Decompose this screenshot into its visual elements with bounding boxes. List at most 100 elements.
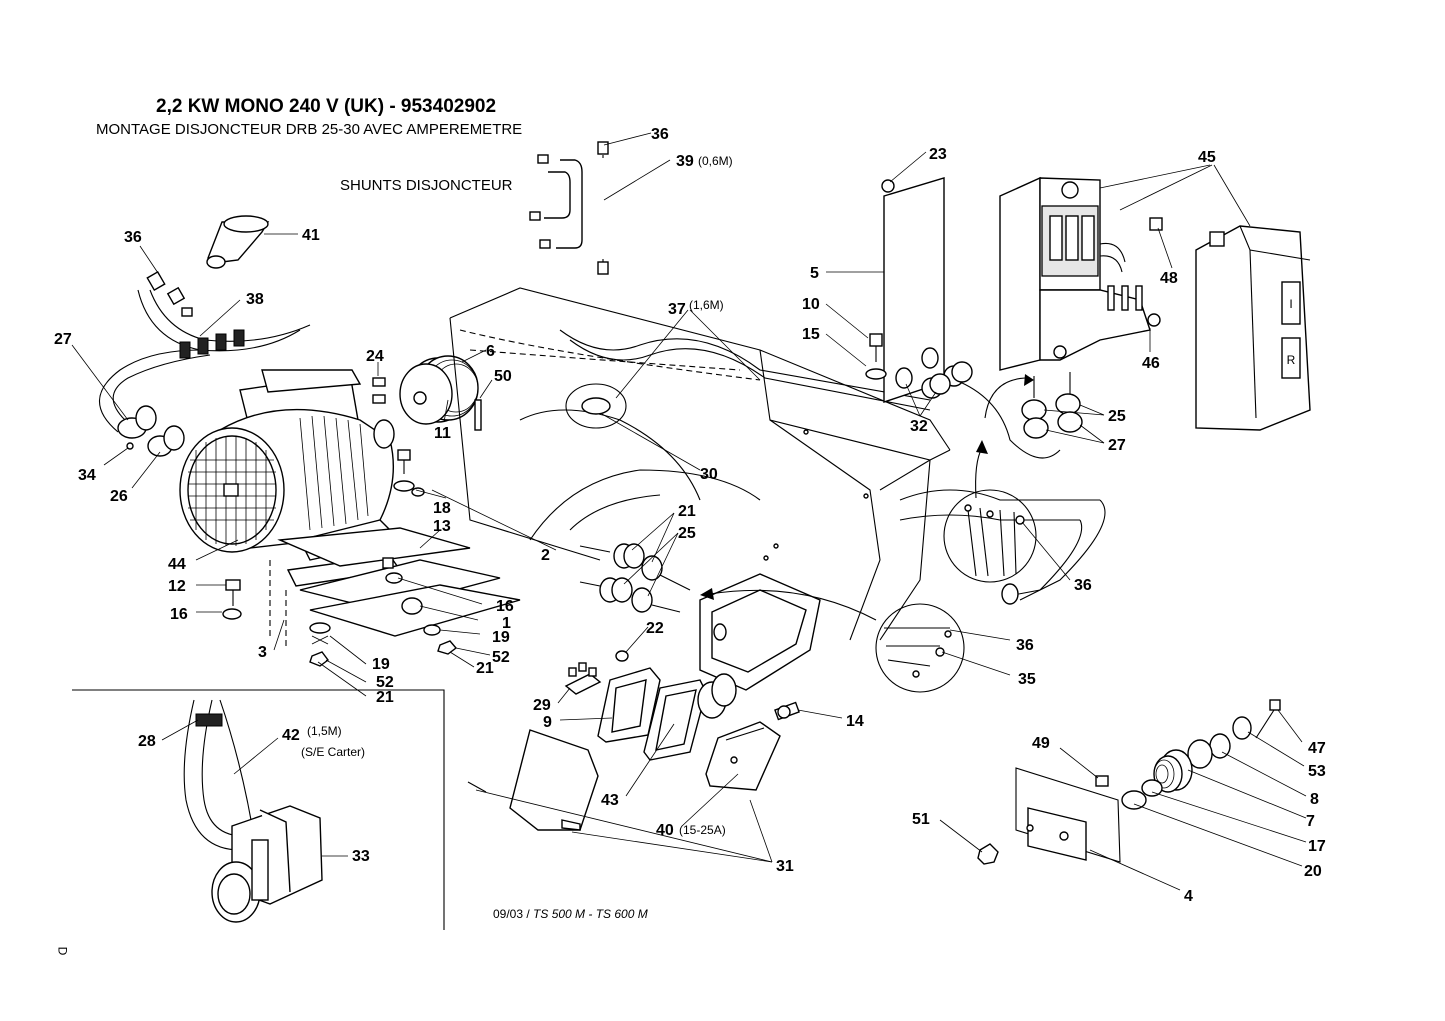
callout-label: 28 bbox=[138, 733, 156, 750]
callout-label: 5 bbox=[810, 265, 819, 282]
mounting-plate-5 bbox=[865, 177, 973, 403]
callout-label: 20 bbox=[1304, 863, 1322, 880]
fasteners-left bbox=[222, 449, 458, 667]
callout-label: 1 bbox=[502, 615, 511, 632]
callout-label: 48 bbox=[1160, 270, 1178, 287]
callout-label: 27 bbox=[1108, 437, 1126, 454]
callout-label: 45 bbox=[1198, 149, 1216, 166]
cable-glands-right bbox=[984, 372, 1083, 439]
page-subtitle: MONTAGE DISJONCTEUR DRB 25-30 AVEC AMPER… bbox=[96, 121, 523, 138]
callout-label: 47 bbox=[1308, 740, 1326, 757]
callout-label: 40 bbox=[656, 822, 674, 839]
footer-date: 09/03 / bbox=[493, 907, 534, 921]
shunts-caption: SHUNTS DISJONCTEUR bbox=[340, 177, 513, 194]
callout-label: 12 bbox=[168, 578, 186, 595]
callout-label: 18 bbox=[433, 500, 451, 517]
callout-label: 51 bbox=[912, 811, 930, 828]
callout-label: 43 bbox=[601, 792, 619, 809]
page-title: 2,2 KW MONO 240 V (UK) - 953402902 bbox=[156, 96, 497, 117]
callout-label: 33 bbox=[352, 848, 370, 865]
callout-label: 2 bbox=[541, 547, 550, 564]
callout-label: 16 bbox=[496, 598, 514, 615]
callout-note: (S/E Carter) bbox=[301, 745, 365, 759]
motor-base-plates bbox=[269, 527, 521, 650]
callout-labels: 36 39 (0,6M) 23 45 41 36 38 27 5 48 37 (… bbox=[54, 126, 1326, 905]
switch-on-label: I bbox=[1289, 297, 1292, 311]
breaker-shunts bbox=[529, 141, 609, 275]
callout-label: 36 bbox=[1016, 637, 1034, 654]
callout-label: 35 bbox=[1018, 671, 1036, 688]
callout-label: 16 bbox=[170, 606, 188, 623]
callout-label: 22 bbox=[646, 620, 664, 637]
callout-label: 10 bbox=[802, 296, 820, 313]
breaker-enclosure-cover: I R bbox=[1195, 225, 1311, 431]
callout-note: (1,5M) bbox=[307, 724, 342, 738]
callout-label: 26 bbox=[110, 488, 128, 505]
callout-label: 19 bbox=[492, 629, 510, 646]
inset-pump-33 bbox=[183, 699, 323, 923]
callout-label: 36 bbox=[124, 229, 142, 246]
pipes bbox=[899, 381, 1106, 605]
callout-label: 23 bbox=[929, 146, 947, 163]
callout-label: 30 bbox=[700, 466, 718, 483]
cable-glands-middle bbox=[579, 543, 691, 662]
callout-label: 24 bbox=[366, 348, 384, 365]
callout-label: 52 bbox=[376, 674, 394, 691]
callout-label: 17 bbox=[1308, 838, 1326, 855]
callout-label: 25 bbox=[678, 525, 696, 542]
callout-note: (0,6M) bbox=[698, 154, 733, 168]
detail-wires-36 bbox=[943, 440, 1037, 583]
callout-label: 52 bbox=[492, 649, 510, 666]
callout-label: 37 bbox=[668, 301, 686, 318]
callout-label: 3 bbox=[258, 644, 267, 661]
footer-reference: 09/03 / TS 500 M - TS 600 M bbox=[493, 907, 648, 921]
callout-label: 34 bbox=[78, 467, 96, 484]
callout-label: 21 bbox=[678, 503, 696, 520]
callout-note: (15-25A) bbox=[679, 823, 726, 837]
callout-label: 13 bbox=[433, 518, 451, 535]
callout-label: 14 bbox=[846, 713, 864, 730]
detail-wires-35 bbox=[700, 588, 965, 693]
callout-label: 25 bbox=[1108, 408, 1126, 425]
terminal-block-29 bbox=[564, 662, 602, 695]
callout-label: 36 bbox=[651, 126, 669, 143]
callout-label: 53 bbox=[1308, 763, 1326, 780]
tension-pulley-8 bbox=[977, 699, 1281, 865]
callout-label: 15 bbox=[802, 326, 820, 343]
callout-label: 38 bbox=[246, 291, 264, 308]
callout-note: (1,6M) bbox=[689, 298, 724, 312]
machine-frame bbox=[449, 287, 951, 641]
callout-label: 36 bbox=[1074, 577, 1092, 594]
callout-label: 9 bbox=[543, 714, 552, 731]
callout-label: 21 bbox=[476, 660, 494, 677]
callout-label: 21 bbox=[376, 689, 394, 706]
callout-label: 4 bbox=[1184, 888, 1193, 905]
callout-label: 19 bbox=[372, 656, 390, 673]
callout-label: 50 bbox=[494, 368, 512, 385]
cable-38 bbox=[98, 270, 311, 433]
callout-label: 32 bbox=[910, 418, 928, 435]
inset-frame bbox=[72, 689, 445, 930]
cable-sleeve-41 bbox=[206, 215, 270, 269]
callout-label: 8 bbox=[1310, 791, 1319, 808]
callout-label: 29 bbox=[533, 697, 551, 714]
callout-label: 31 bbox=[776, 858, 794, 875]
callout-label: 44 bbox=[168, 556, 186, 573]
callout-label: 42 bbox=[282, 727, 300, 744]
switch-reset-label: R bbox=[1287, 353, 1296, 367]
cable-glands-left bbox=[117, 405, 185, 457]
leader-lines bbox=[71, 132, 1307, 891]
circuit-breaker-45 bbox=[999, 176, 1163, 371]
switch-housing-assembly bbox=[467, 573, 821, 831]
callout-label: 39 bbox=[676, 153, 694, 170]
footer-models: TS 500 M - TS 600 M bbox=[533, 907, 648, 921]
callout-label: 49 bbox=[1032, 735, 1050, 752]
callout-label: 46 bbox=[1142, 355, 1160, 372]
callout-label: 6 bbox=[486, 343, 495, 360]
callout-label: 27 bbox=[54, 331, 72, 348]
callout-label: 11 bbox=[434, 425, 451, 442]
callout-label: 7 bbox=[1306, 813, 1315, 830]
callout-label: 41 bbox=[302, 227, 320, 244]
